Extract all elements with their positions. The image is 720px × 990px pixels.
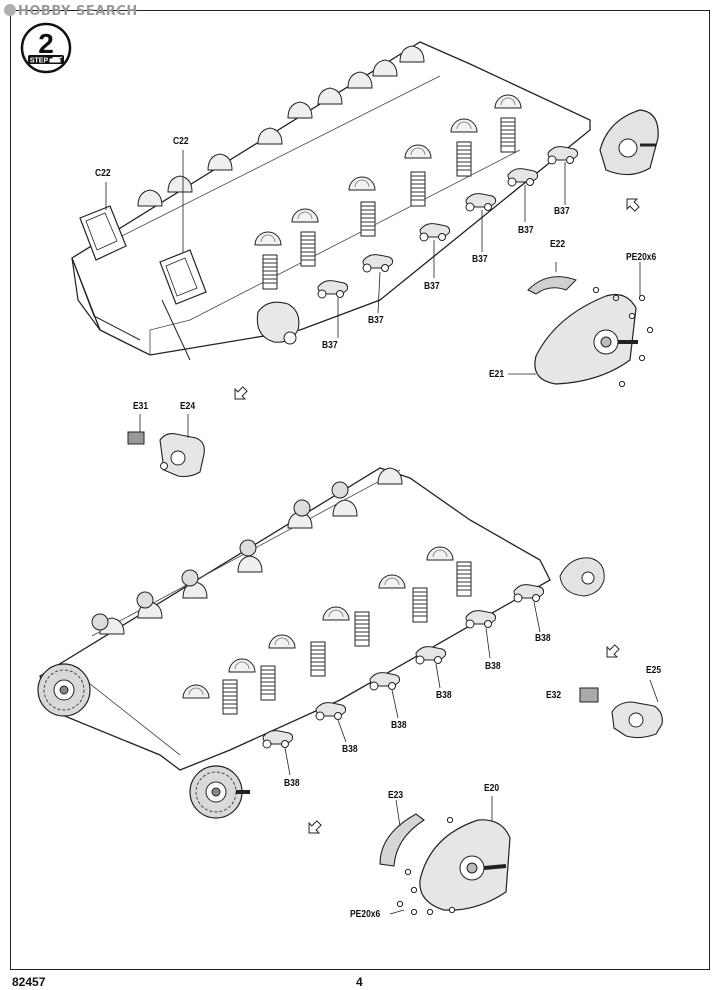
idler-mount-e24-assembly (127, 414, 205, 478)
page-border (10, 10, 710, 970)
step-number: 2 (38, 28, 54, 59)
label-e25: E25 (646, 665, 662, 676)
label-b37-1: B37 (322, 340, 338, 351)
upper-hull-assembly (71, 41, 659, 405)
final-drive-e20-assembly (379, 796, 511, 916)
step-word: STEP (30, 58, 49, 65)
kit-number: 82457 (12, 975, 46, 989)
label-b38-4: B38 (436, 690, 452, 701)
label-pe20x6-bottom: PE20x6 (350, 909, 381, 920)
idler-mount-e25-assembly (579, 679, 663, 739)
watermark-logo-icon (4, 4, 16, 16)
label-e32: E32 (546, 690, 562, 701)
label-e22: E22 (550, 239, 566, 250)
lower-hull-assembly (37, 467, 623, 839)
label-pe20x6-top: PE20x6 (626, 252, 657, 263)
label-b37-2: B37 (368, 315, 384, 326)
label-b38-3: B38 (391, 720, 407, 731)
label-e31: E31 (133, 401, 149, 412)
label-b37-3: B37 (424, 281, 440, 292)
label-b38-6: B38 (535, 633, 551, 644)
page-number: 4 (356, 975, 363, 989)
label-b37-5: B37 (518, 225, 534, 236)
label-b37-4: B37 (472, 254, 488, 265)
label-e23: E23 (388, 790, 404, 801)
label-c22-left: C22 (95, 168, 111, 179)
label-e24: E24 (180, 401, 196, 412)
label-b38-1: B38 (284, 778, 300, 789)
watermark-text: HOBBY SEARCH (18, 4, 138, 19)
label-b37-6: B37 (554, 206, 570, 217)
label-e21: E21 (489, 369, 505, 380)
label-c22-right: C22 (173, 136, 189, 147)
tank-icon (49, 56, 63, 63)
label-e20: E20 (484, 783, 500, 794)
step-badge: 2 STEP (20, 22, 72, 74)
label-b38-2: B38 (342, 744, 358, 755)
final-drive-e21-assembly (508, 262, 654, 388)
label-b38-5: B38 (485, 661, 501, 672)
hobby-search-watermark: HOBBY SEARCH (4, 4, 138, 19)
